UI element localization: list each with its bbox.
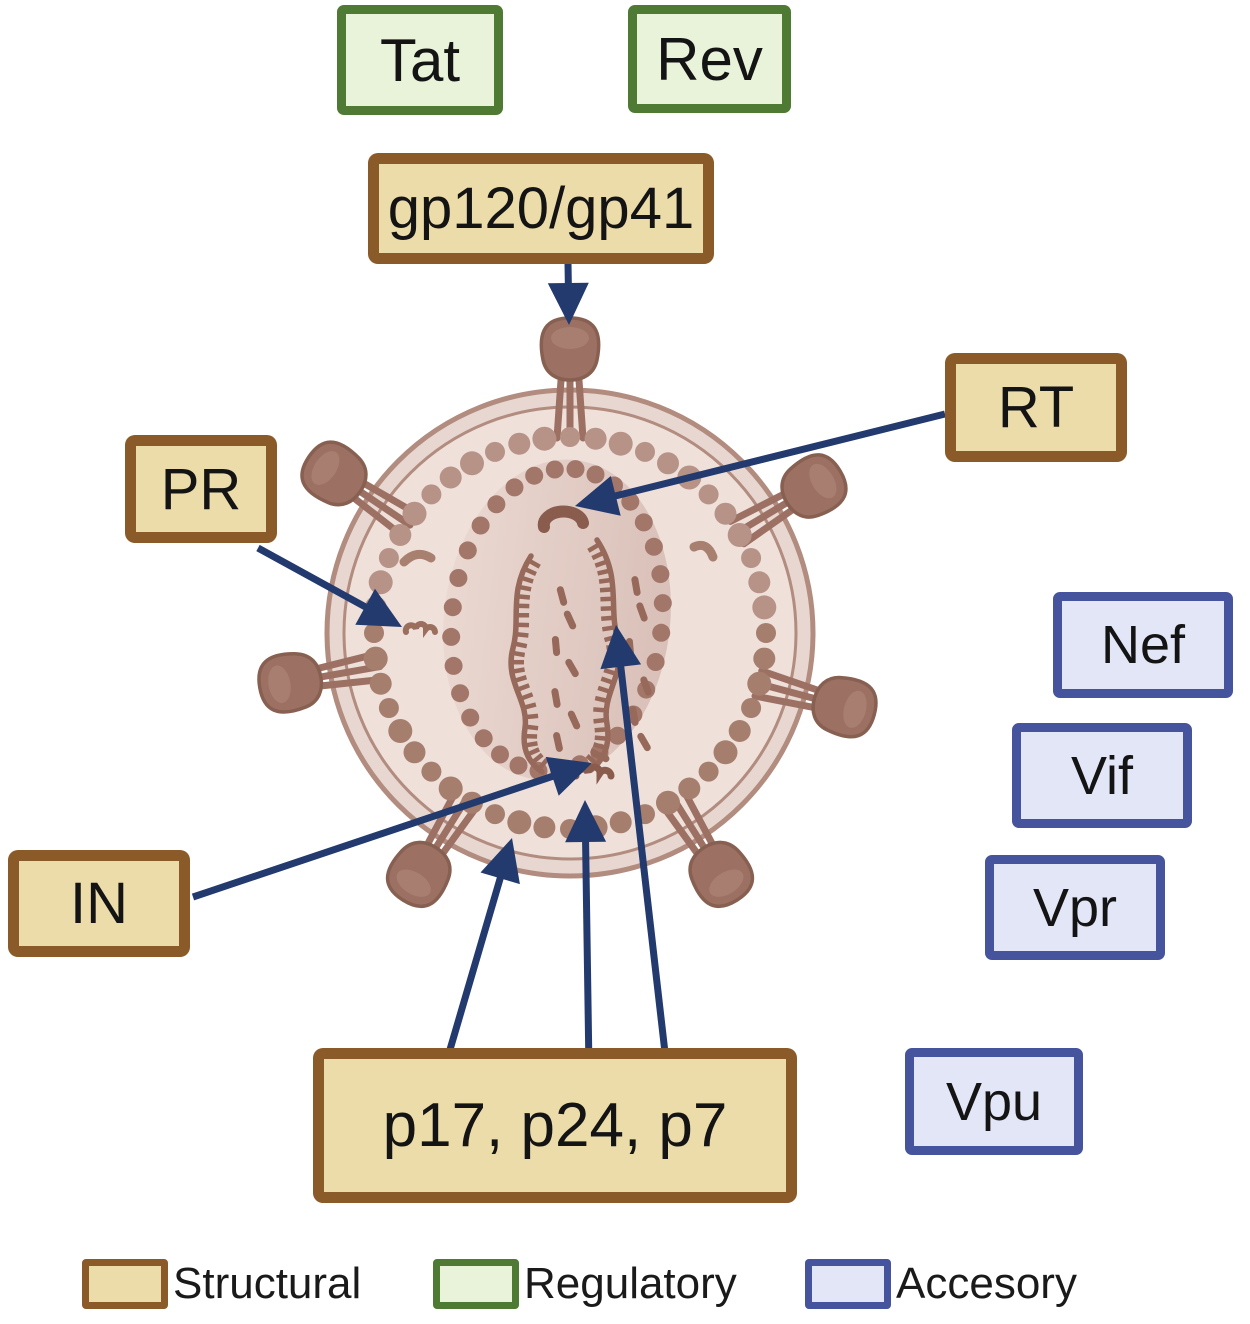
legend-structural-label: Structural	[173, 1259, 362, 1308]
legend-accessory-label: Accesory	[896, 1259, 1077, 1308]
label-rt: RT	[945, 353, 1127, 462]
legend-item-structural: Structural	[82, 1252, 361, 1316]
regulatory-swatch-icon	[433, 1259, 519, 1309]
label-nef: Nef	[1053, 592, 1233, 698]
label-vpu: Vpu	[905, 1048, 1083, 1155]
gag-text: p17, p24, p7	[382, 1091, 728, 1160]
protease-blob	[402, 621, 438, 638]
structural-swatch-icon	[82, 1259, 168, 1309]
legend-item-regulatory: Regulatory	[433, 1252, 737, 1316]
vpr-text: Vpr	[1032, 877, 1118, 938]
label-vpr: Vpr	[985, 855, 1165, 960]
matrix-marks	[399, 540, 718, 638]
legend-item-accessory: Accesory	[805, 1252, 1077, 1316]
rev-text: Rev	[656, 25, 763, 93]
reverse-transcriptase-blob	[537, 505, 589, 533]
gp-text: gp120/gp41	[387, 176, 695, 241]
label-vif: Vif	[1012, 723, 1192, 828]
label-gp120-gp41: gp120/gp41	[368, 153, 714, 264]
viral-core-contents	[508, 505, 652, 785]
label-in: IN	[8, 850, 190, 957]
rt-text: RT	[997, 375, 1075, 440]
capsid-protein-ring	[442, 460, 672, 780]
annotation-arrows	[191, 262, 946, 1071]
label-p17-p24-p7: p17, p24, p7	[313, 1048, 797, 1203]
legend-regulatory-label: Regulatory	[524, 1259, 737, 1308]
pr-text: PR	[160, 456, 242, 522]
label-pr: PR	[125, 435, 277, 543]
label-tat: Tat	[337, 5, 503, 115]
label-rev: Rev	[628, 5, 791, 113]
vpu-text: Vpu	[945, 1071, 1043, 1132]
vif-text: Vif	[1070, 745, 1134, 806]
in-text: IN	[70, 871, 128, 936]
accessory-swatch-icon	[805, 1259, 891, 1309]
capsid-interior	[443, 459, 671, 781]
nef-text: Nef	[1100, 615, 1186, 675]
tat-text: Tat	[379, 26, 461, 94]
